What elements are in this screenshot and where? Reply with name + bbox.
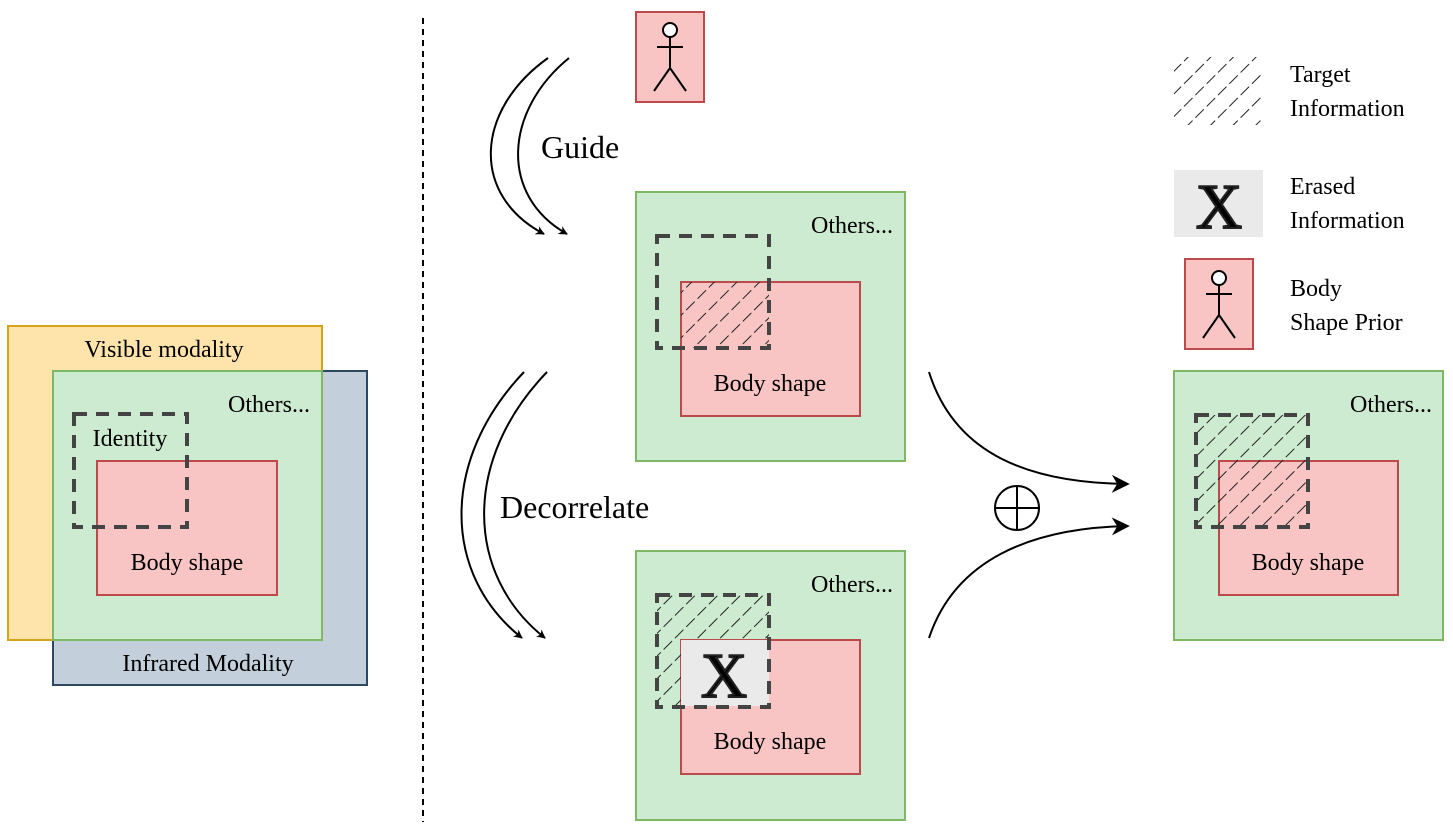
decorrelate-arrows <box>460 371 548 639</box>
result-dashed-box <box>1194 413 1310 529</box>
result-hatched-area <box>1196 415 1308 527</box>
merge-arrows <box>928 371 1130 639</box>
legend: Target Information X Erased Information … <box>1174 57 1405 350</box>
legend-erased-line2: Information <box>1290 208 1405 234</box>
legend-target-line1: Target <box>1290 62 1351 88</box>
decorrelate-arrow-inner <box>483 371 548 639</box>
result-panel: Others... Body shape <box>1173 370 1444 641</box>
merge-arrow-top <box>928 371 1130 493</box>
identity-label: Identity <box>93 426 168 452</box>
middle-top-panel: Others... Body shape <box>635 191 906 462</box>
decorrelate-arrow-outer <box>460 371 525 639</box>
legend-erased-line1: Erased <box>1290 174 1355 200</box>
result-body-shape-label: Body shape <box>1252 550 1365 576</box>
guide-arrows <box>489 57 570 235</box>
legend-erased-swatch <box>1174 170 1263 237</box>
middle-bottom-others-label: Others... <box>811 572 893 598</box>
stick-figure-icon <box>653 22 687 92</box>
guide-label: Guide <box>541 129 619 165</box>
erased-x-icon: X <box>701 640 747 711</box>
middle-top-dashed-box <box>655 234 771 350</box>
decorrelate-label: Decorrelate <box>500 489 649 525</box>
middle-top-body-shape-label: Body shape <box>714 371 827 397</box>
middle-bottom-erased-box <box>681 640 769 706</box>
middle-bottom-panel: X Others... Body shape <box>635 550 906 821</box>
left-identity-dashed-box <box>72 412 189 529</box>
legend-prior-line2: Shape Prior <box>1290 310 1403 336</box>
legend-stick-figure-icon <box>1202 270 1236 339</box>
left-body-shape-label: Body shape <box>131 550 244 576</box>
legend-target-swatch <box>1174 57 1263 125</box>
legend-prior-line1: Body <box>1290 276 1342 302</box>
result-others-label: Others... <box>1350 392 1432 418</box>
middle-bottom-dashed-box <box>655 593 771 709</box>
infrared-modality-label: Infrared Modality <box>122 651 293 677</box>
guide-arrow-inner <box>517 57 570 235</box>
plus-operator-icon <box>994 485 1040 531</box>
left-others-label: Others... <box>228 392 310 418</box>
guide-arrow-outer <box>489 57 549 235</box>
visible-modality-label: Visible modality <box>84 337 243 363</box>
merge-arrow-bottom <box>928 517 1130 639</box>
middle-bottom-body-shape-label: Body shape <box>714 729 827 755</box>
middle-top-others-label: Others... <box>811 213 893 239</box>
middle-top-hatched-overlap <box>681 282 769 348</box>
body-shape-prior-node <box>635 11 705 103</box>
legend-target-line2: Information <box>1290 96 1405 122</box>
left-panel: Visible modality Infrared Modality Other… <box>7 325 368 686</box>
legend-erased-x-icon: X <box>1196 171 1242 242</box>
